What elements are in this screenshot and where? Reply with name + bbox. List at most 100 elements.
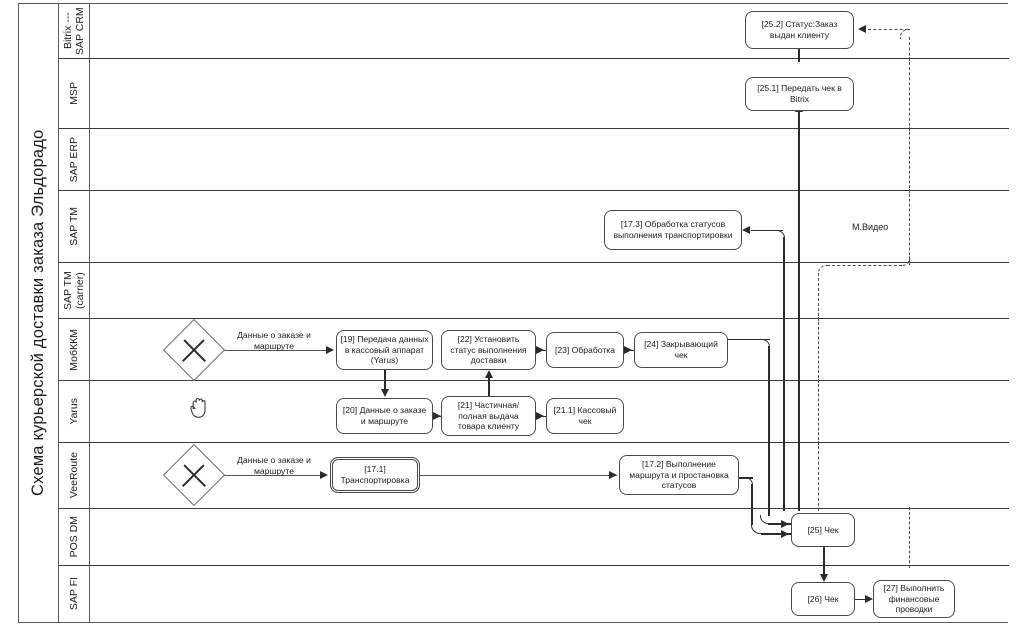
task-21-1[interactable]: [21.1] Кассовый чек <box>546 398 624 434</box>
flow-through-mobkkm-b <box>798 317 800 383</box>
arrow-21-to-21-1 <box>536 411 544 420</box>
lane-label-veeroute: VeeRoute <box>59 443 90 508</box>
flow-gateway-to-17-1 <box>216 475 321 477</box>
flow-through-carrier-a <box>783 261 785 321</box>
message-flow-origin-horizontal <box>827 265 902 266</box>
task-24[interactable]: [24] Закрывающий чек <box>634 332 728 368</box>
lane-label-text: МобККМ <box>67 328 80 371</box>
arrow-22-to-23 <box>536 345 544 354</box>
pool: Схема курьерской доставки заказа Эльдора… <box>18 3 1009 623</box>
flow-17-2-into-pos-dm <box>751 507 753 525</box>
message-flow-through-sap-erp <box>909 127 910 193</box>
lane-body-msp: [25.1] Передать чек в Bitrix <box>90 57 1009 131</box>
message-flow-origin-vertical <box>818 273 819 321</box>
lane-mobkkm: МобККМ Данные о заказе и маршруте [19] П… <box>59 317 1009 385</box>
flow-label-veeroute-data: Данные о заказе и маршруте <box>237 455 311 476</box>
message-flow-through-sap-tm <box>909 189 910 265</box>
message-flow-through-pos-dm <box>909 507 910 568</box>
task-20[interactable]: [20] Данные о заказе и маршруте <box>336 398 433 434</box>
task-27[interactable]: [27] Выполнить финансовые проводки <box>873 580 955 618</box>
lane-label-sap-fi: SAP FI <box>59 566 90 622</box>
flow-through-sap-erp <box>798 127 800 193</box>
lane-label-text: Bitrix --- SAP CRM <box>61 7 86 55</box>
flow-through-veeroute-c <box>798 441 800 511</box>
lane-label-text: SAP ERP <box>67 136 80 183</box>
flow-through-veeroute-b <box>783 441 785 511</box>
task-25-1[interactable]: [25.1] Передать чек в Bitrix <box>745 77 854 111</box>
arrow-17-1-to-17-2 <box>609 470 617 479</box>
arrow-25-to-26 <box>819 574 828 582</box>
lane-label-msp: MSP <box>59 59 90 128</box>
flow-17-2-into-25-horizontal <box>761 533 792 535</box>
task-23[interactable]: [23] Обработка <box>546 332 624 368</box>
message-flow-to-25-2 <box>868 29 908 30</box>
lane-label-text: VeeRoute <box>67 452 80 499</box>
lane-body-sap-tm-carrier <box>90 256 1009 321</box>
flow-25-to-26 <box>823 547 825 570</box>
task-17-3[interactable]: [17.3] Обработка статусов выполнения тра… <box>604 210 742 250</box>
flow-24-to-25-horizontal <box>728 338 770 341</box>
arrow-17-2-into-25 <box>781 529 789 538</box>
arrow-message-flow-to-25-2 <box>858 24 866 33</box>
flow-label-mobkkm-data: Данные о заказе и маршруте <box>237 330 311 351</box>
flow-17-2-into-pos-dm-corner <box>751 523 762 534</box>
pool-title: Схема курьерской доставки заказа Эльдора… <box>29 129 47 497</box>
lane-sap-erp: SAP ERP <box>59 127 1009 193</box>
arrow-gateway-to-17-1 <box>320 470 328 479</box>
message-flow-down-segment <box>909 37 910 61</box>
pool-title-band: Схема курьерской доставки заказа Эльдора… <box>19 4 59 622</box>
lane-label-sap-tm-carrier: SAP TM (carrier) <box>59 263 90 318</box>
lane-sap-fi: SAP FI [26] Чек [27] Выполнить финансовы… <box>59 564 1009 622</box>
flow-26-to-27 <box>855 598 865 601</box>
flow-through-yarus-c <box>798 379 800 445</box>
flow-24-into-pos-dm-corner <box>760 515 769 524</box>
arrow-into-17-3 <box>742 225 750 234</box>
lane-veeroute: VeeRoute Данные о заказе и маршруте [17.… <box>59 441 1009 511</box>
task-25[interactable]: [25] Чек <box>791 513 855 547</box>
message-flow-through-msp <box>909 57 910 131</box>
flow-through-carrier-b <box>798 261 800 321</box>
message-flow-through-yarus <box>818 379 819 445</box>
arrow-26-to-27 <box>865 594 873 603</box>
arrow-21-1-to-22 <box>484 370 493 378</box>
lane-label-pos-dm: POS DM <box>59 509 90 565</box>
lane-label-sap-tm: SAP TM <box>59 191 90 262</box>
lane-bitrix: Bitrix --- SAP CRM [25.2] Статус:Заказ в… <box>59 4 1009 62</box>
lane-body-sap-fi: [26] Чек [27] Выполнить финансовые прово… <box>90 564 1009 622</box>
lane-msp: MSP [25.1] Передать чек в Bitrix <box>59 57 1009 131</box>
arrow-gateway-to-19 <box>326 345 334 354</box>
lane-label-text: SAP TM (carrier) <box>61 271 86 310</box>
lane-body-bitrix: [25.2] Статус:Заказ выдан клиенту <box>90 4 1009 62</box>
lane-sap-tm-carrier: SAP TM (carrier) <box>59 256 1009 321</box>
task-17-2[interactable]: [17.2] Выполнение маршрута и простановка… <box>619 455 739 495</box>
flow-21-1-to-22-start <box>488 379 490 396</box>
flow-through-yarus-a <box>768 379 770 445</box>
task-22[interactable]: [22] Установить статус выполнения достав… <box>441 330 536 370</box>
lane-sap-tm: SAP TM [17.3] Обработка статусов выполне… <box>59 189 1009 265</box>
flow-17-2-to-25-vertical <box>751 484 753 511</box>
lane-yarus: Yarus [20] Данные о заказе и маршруте [2… <box>59 379 1009 445</box>
flow-19-to-20-cont <box>384 379 386 389</box>
task-17-1[interactable]: [17.1] Транспортировка <box>330 457 420 493</box>
flow-17-1-to-17-2 <box>420 475 617 477</box>
flow-into-25-1 <box>798 111 800 131</box>
lane-body-veeroute: Данные о заказе и маршруте [17.1] Трансп… <box>90 441 1009 511</box>
lane-label-text: POS DM <box>67 516 80 558</box>
lane-label-text: MSP <box>67 82 80 105</box>
flow-gateway-to-19 <box>216 350 327 352</box>
lane-label-text: SAP FI <box>67 577 80 611</box>
message-flow-through-mobkkm <box>818 317 819 383</box>
task-25-2[interactable]: [25.2] Статус:Заказ выдан клиенту <box>745 11 854 49</box>
flow-through-mobkkm-a <box>783 317 785 383</box>
task-26[interactable]: [26] Чек <box>791 582 855 616</box>
veeroute-parallel-gateway[interactable] <box>162 443 226 507</box>
lane-body-pos-dm: [25] Чек <box>90 507 1009 570</box>
arrow-23-to-24 <box>624 345 632 354</box>
message-flow-origin-up <box>909 259 910 263</box>
lane-label-text: SAP TM <box>67 207 80 246</box>
grab-hand-cursor <box>188 396 210 420</box>
task-19[interactable]: [19] Передача данных в кассовый аппарат … <box>336 330 433 370</box>
mobkkm-parallel-gateway[interactable] <box>162 318 226 382</box>
task-21[interactable]: [21] Частичная/полная выдача товара клие… <box>441 396 536 436</box>
flow-into-17-3-horizontal <box>751 229 783 232</box>
